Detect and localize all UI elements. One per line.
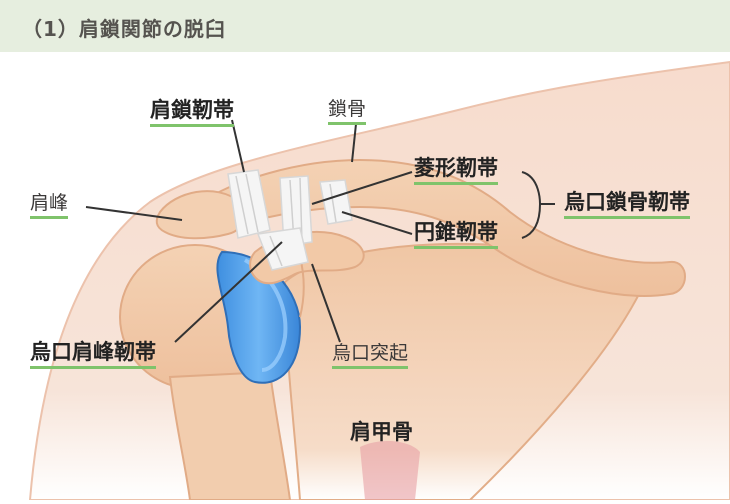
shoulder-illustration: [28, 60, 730, 501]
acromioclavicular-ligament-band: [227, 169, 271, 239]
leader-lines: [85, 119, 555, 343]
label-scapula: 肩甲骨: [350, 420, 413, 444]
page-title: （1）肩鎖関節の脱臼: [22, 17, 226, 41]
label-trapezoid-ligament: 菱形靭帯: [414, 158, 498, 185]
muscle-hint: [360, 440, 420, 500]
acromion-bone: [155, 190, 247, 240]
label-conoid-ligament: 円錐靭帯: [414, 222, 498, 249]
bracket: [521, 171, 542, 239]
humerus-shaft: [168, 370, 292, 501]
label-coracoid-process: 烏口突起: [332, 344, 409, 369]
scapula-body: [283, 242, 642, 501]
trapezoid-ligament-band: [279, 175, 313, 247]
label-clavicle: 鎖骨: [328, 100, 367, 125]
label-acromioclavicular-ligament: 肩鎖靭帯: [150, 100, 234, 127]
label-coracoclavicular-ligament: 烏口鎖骨靭帯: [564, 192, 690, 219]
label-acromion: 肩峰: [30, 194, 69, 219]
coracoacromial-ligament-band: [256, 227, 309, 271]
header-bar: （1）肩鎖関節の脱臼: [0, 0, 730, 52]
illustration-area: 肩鎖靭帯 鎖骨 菱形靭帯 肩峰 烏口鎖骨靭帯 円錐靭帯 烏口肩峰靭帯 烏口突起 …: [0, 52, 730, 501]
glenoid-cartilage: [216, 250, 302, 384]
label-coracoacromial-ligament: 烏口肩峰靭帯: [30, 342, 156, 369]
